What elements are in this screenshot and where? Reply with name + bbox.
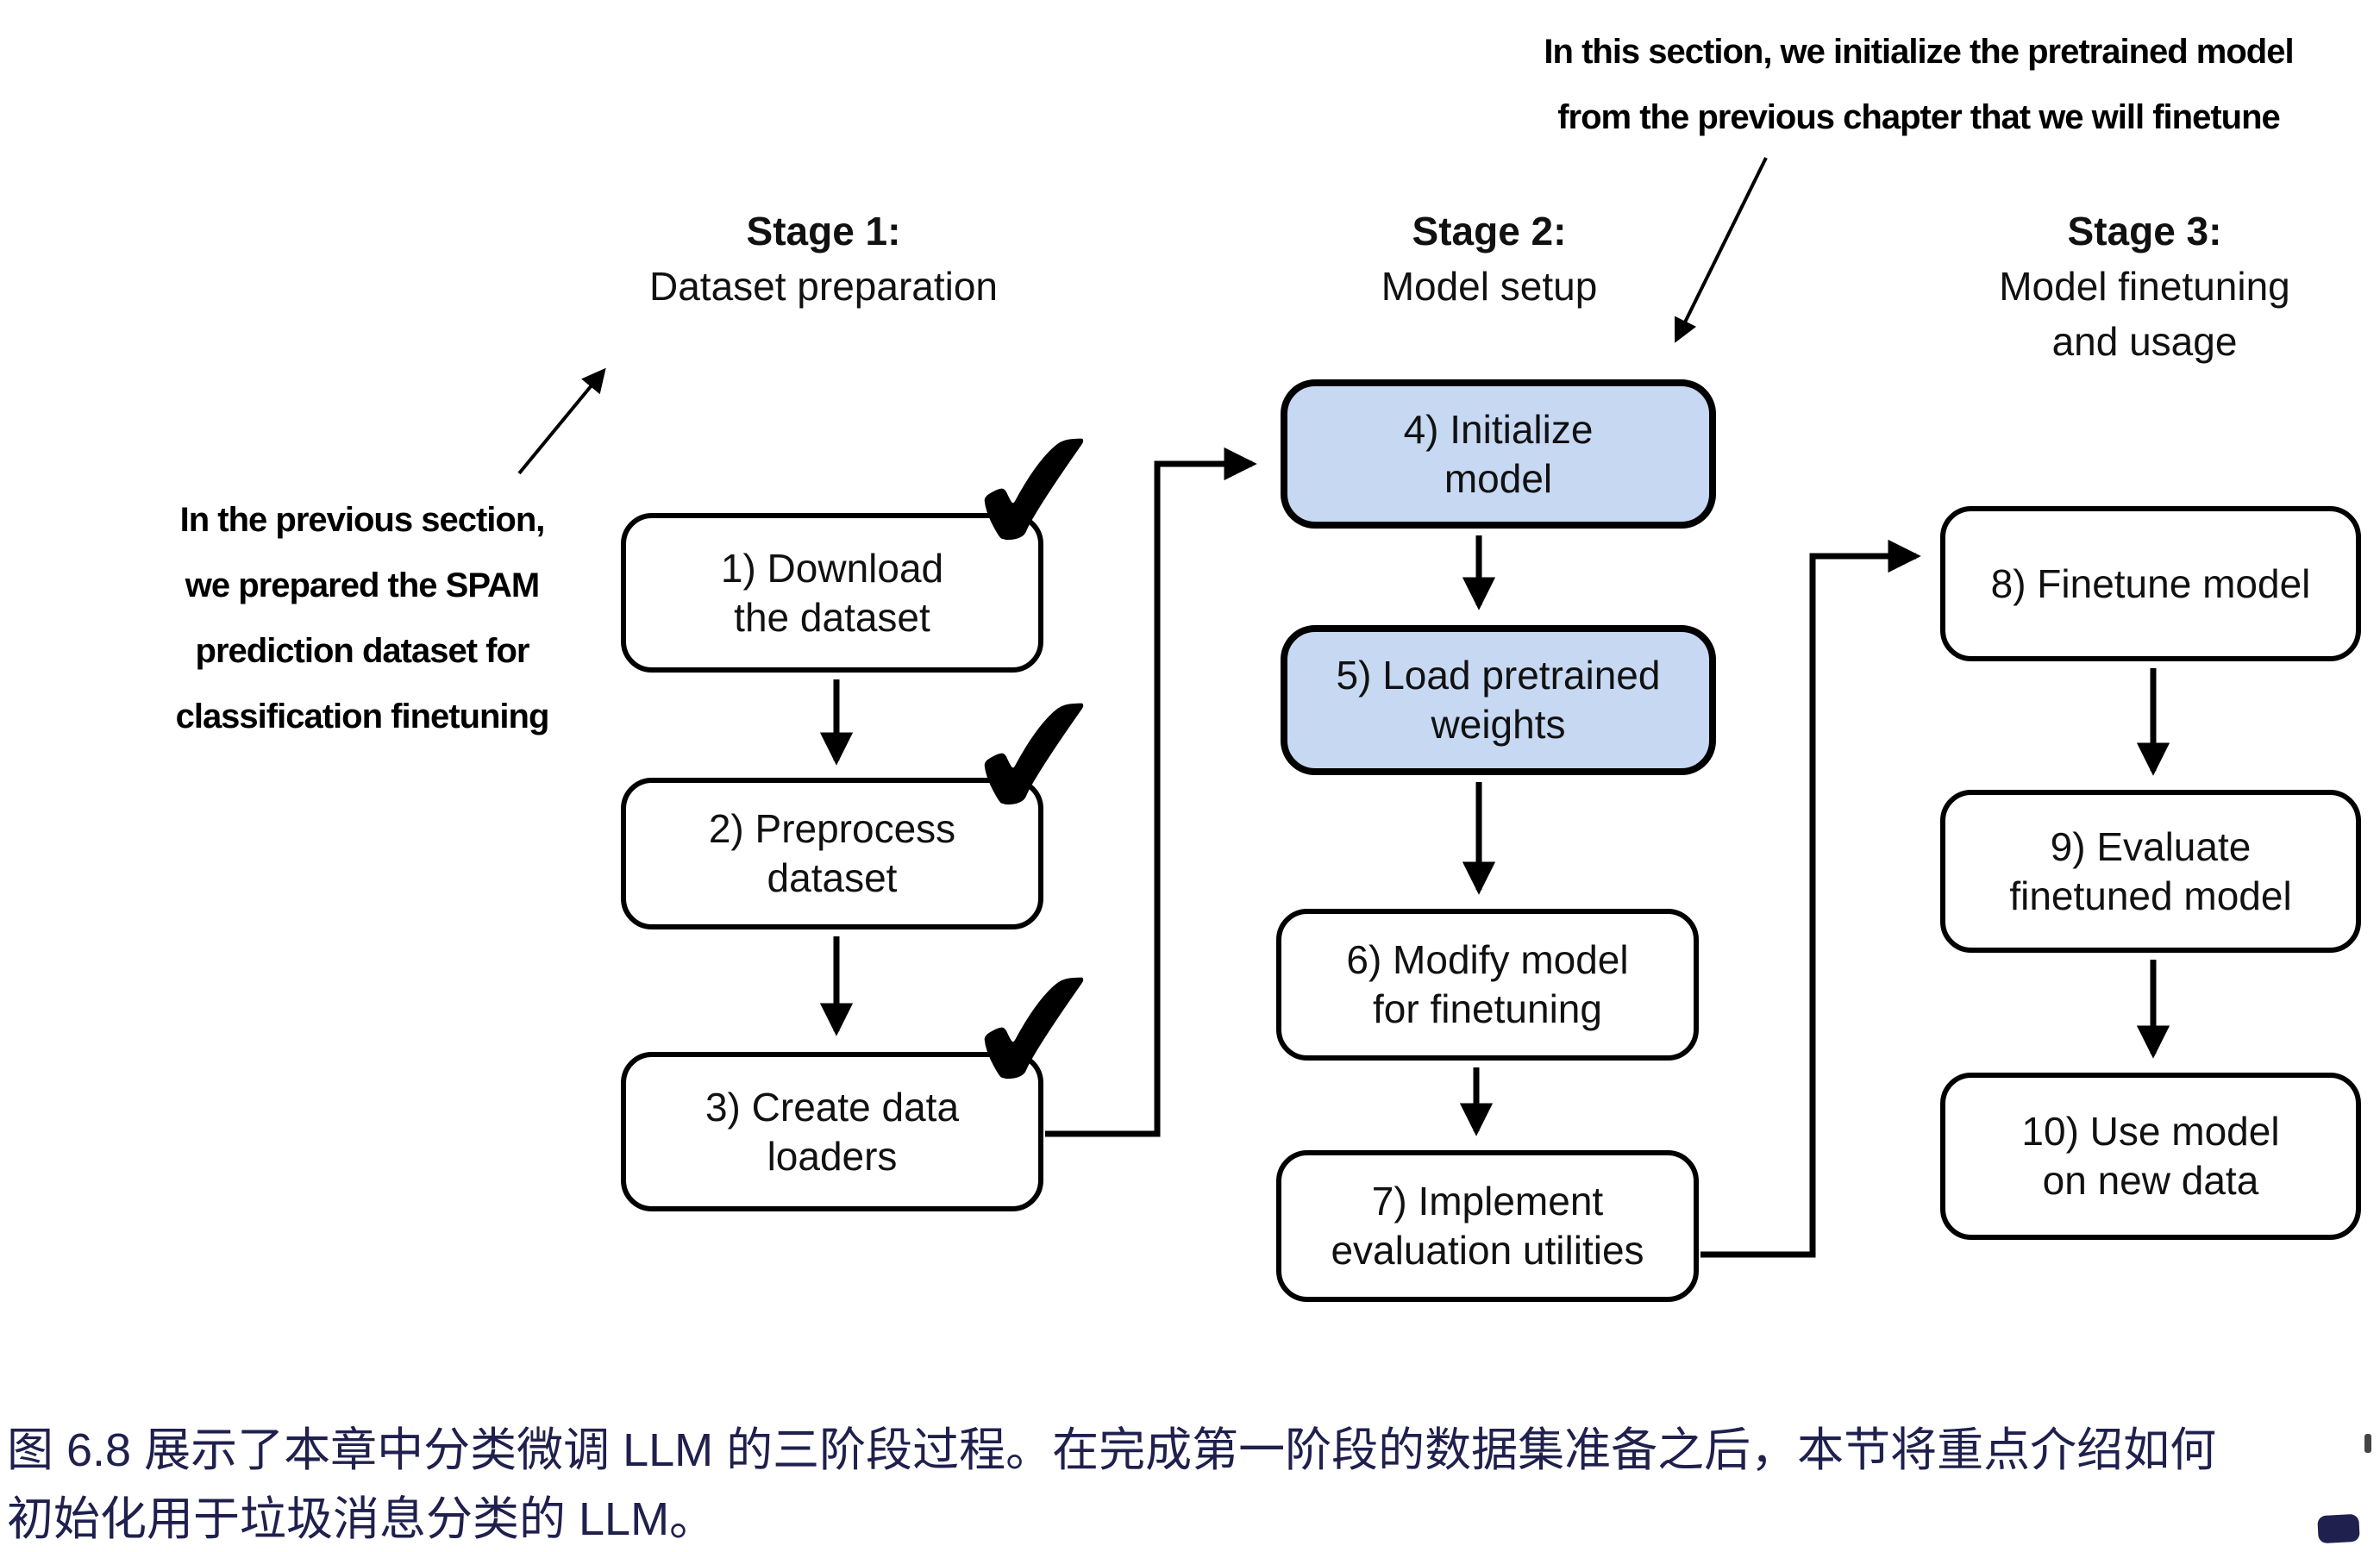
- box-9-evaluate-finetuned-model: 9) Evaluate finetuned model: [1940, 790, 2361, 953]
- stage-2-title: Stage 2:: [1412, 209, 1567, 253]
- stage-2-header: Stage 2: Model setup: [1231, 203, 1748, 314]
- box-10-use-model-on-new-data: 10) Use model on new data: [1940, 1073, 2361, 1240]
- box-7-implement-evaluation-utilities: 7) Implement evaluation utilities: [1276, 1150, 1699, 1302]
- connector-box7-to-box8: [1700, 539, 1921, 1258]
- box-1-download-dataset: 1) Download the dataset: [621, 513, 1043, 673]
- stage-3-title: Stage 3:: [2067, 209, 2222, 253]
- stage-3-subtitle: Model finetuning and usage: [1999, 264, 2290, 364]
- stage-2-subtitle: Model setup: [1381, 264, 1598, 309]
- annotation-left: In the previous section, we prepared the…: [175, 501, 550, 735]
- arrow-left-annotation-to-stage1: [517, 367, 606, 475]
- connector-box3-to-box4: [1045, 447, 1257, 1137]
- check-icon: ✔: [954, 654, 1118, 861]
- box-4-initialize-model: 4) Initialize model: [1281, 379, 1716, 529]
- arrow-top-annotation-to-box4: [1674, 157, 1768, 343]
- figure-caption: 图 6.8 展示了本章中分类微调 LLM 的三阶段过程。在完成第一阶段的数据集准…: [7, 1424, 2217, 1545]
- box-3-create-data-loaders: 3) Create data loaders: [621, 1052, 1043, 1211]
- stray-mark: [2364, 1434, 2371, 1453]
- annotation-top: In this section, we initialize the pretr…: [1544, 33, 2294, 136]
- check-icon: ✔: [954, 389, 1118, 597]
- check-icon: ✔: [954, 928, 1118, 1136]
- stage-3-header: Stage 3: Model finetuning and usage: [1886, 203, 2380, 369]
- box-2-preprocess-dataset: 2) Preprocess dataset: [621, 778, 1043, 929]
- cursor-blob: [2317, 1513, 2360, 1544]
- stage-1-title: Stage 1:: [746, 209, 901, 253]
- stage-1-header: Stage 1: Dataset preparation: [565, 203, 1082, 314]
- stage-1-subtitle: Dataset preparation: [648, 264, 999, 309]
- box-6-modify-model: 6) Modify model for finetuning: [1276, 909, 1699, 1061]
- box-8-finetune-model: 8) Finetune model: [1940, 506, 2361, 661]
- box-5-load-pretrained-weights: 5) Load pretrained weights: [1281, 625, 1716, 775]
